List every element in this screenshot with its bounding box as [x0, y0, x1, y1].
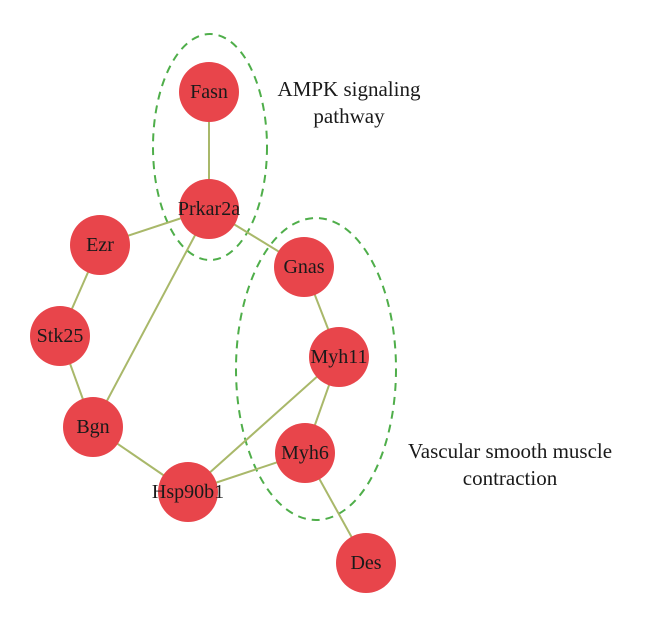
node-label: Myh6	[281, 442, 329, 464]
node-label: Prkar2a	[178, 198, 240, 220]
group-outline-ampk	[152, 33, 268, 261]
node-myh6[interactable]: Myh6	[275, 423, 335, 483]
node-prkar2a[interactable]: Prkar2a	[178, 179, 240, 239]
node-circle	[309, 327, 369, 387]
node-label: Fasn	[190, 81, 228, 103]
node-label: Myh11	[310, 346, 367, 368]
node-des[interactable]: Des	[336, 533, 396, 593]
node-hsp90b1[interactable]: Hsp90b1	[152, 462, 224, 522]
group-outline-vascular	[235, 217, 397, 521]
node-gnas[interactable]: Gnas	[274, 237, 334, 297]
node-fasn[interactable]: Fasn	[179, 62, 239, 122]
group-label-line: Vascular smooth muscle	[408, 439, 612, 463]
group-label-ampk: AMPK signaling pathway	[278, 77, 421, 128]
node-circle	[179, 179, 239, 239]
node-label: Ezr	[86, 234, 114, 256]
node-label: Gnas	[283, 256, 324, 278]
node-stk25[interactable]: Stk25	[30, 306, 90, 366]
node-myh11[interactable]: Myh11	[309, 327, 369, 387]
edge-hsp90b1-myh11	[187, 356, 340, 493]
node-circle	[30, 306, 90, 366]
node-circle	[70, 215, 130, 275]
node-label: Stk25	[37, 325, 84, 347]
node-circle	[274, 237, 334, 297]
node-bgn[interactable]: Bgn	[63, 397, 123, 457]
node-ezr[interactable]: Ezr	[70, 215, 130, 275]
node-circle	[275, 423, 335, 483]
group-label-vascular: Vascular smooth muscle contraction	[408, 439, 612, 490]
node-label: Hsp90b1	[152, 481, 224, 503]
node-label: Des	[350, 552, 381, 574]
node-circle	[63, 397, 123, 457]
edge-prkar2a-bgn	[92, 208, 210, 428]
group-label-line: AMPK signaling	[278, 77, 421, 101]
node-circle	[336, 533, 396, 593]
node-circle	[158, 462, 218, 522]
pathway-groups	[152, 33, 397, 521]
group-label-line: pathway	[313, 104, 385, 128]
node-label: Bgn	[76, 416, 109, 438]
node-circle	[179, 62, 239, 122]
group-label-line: contraction	[463, 466, 558, 490]
